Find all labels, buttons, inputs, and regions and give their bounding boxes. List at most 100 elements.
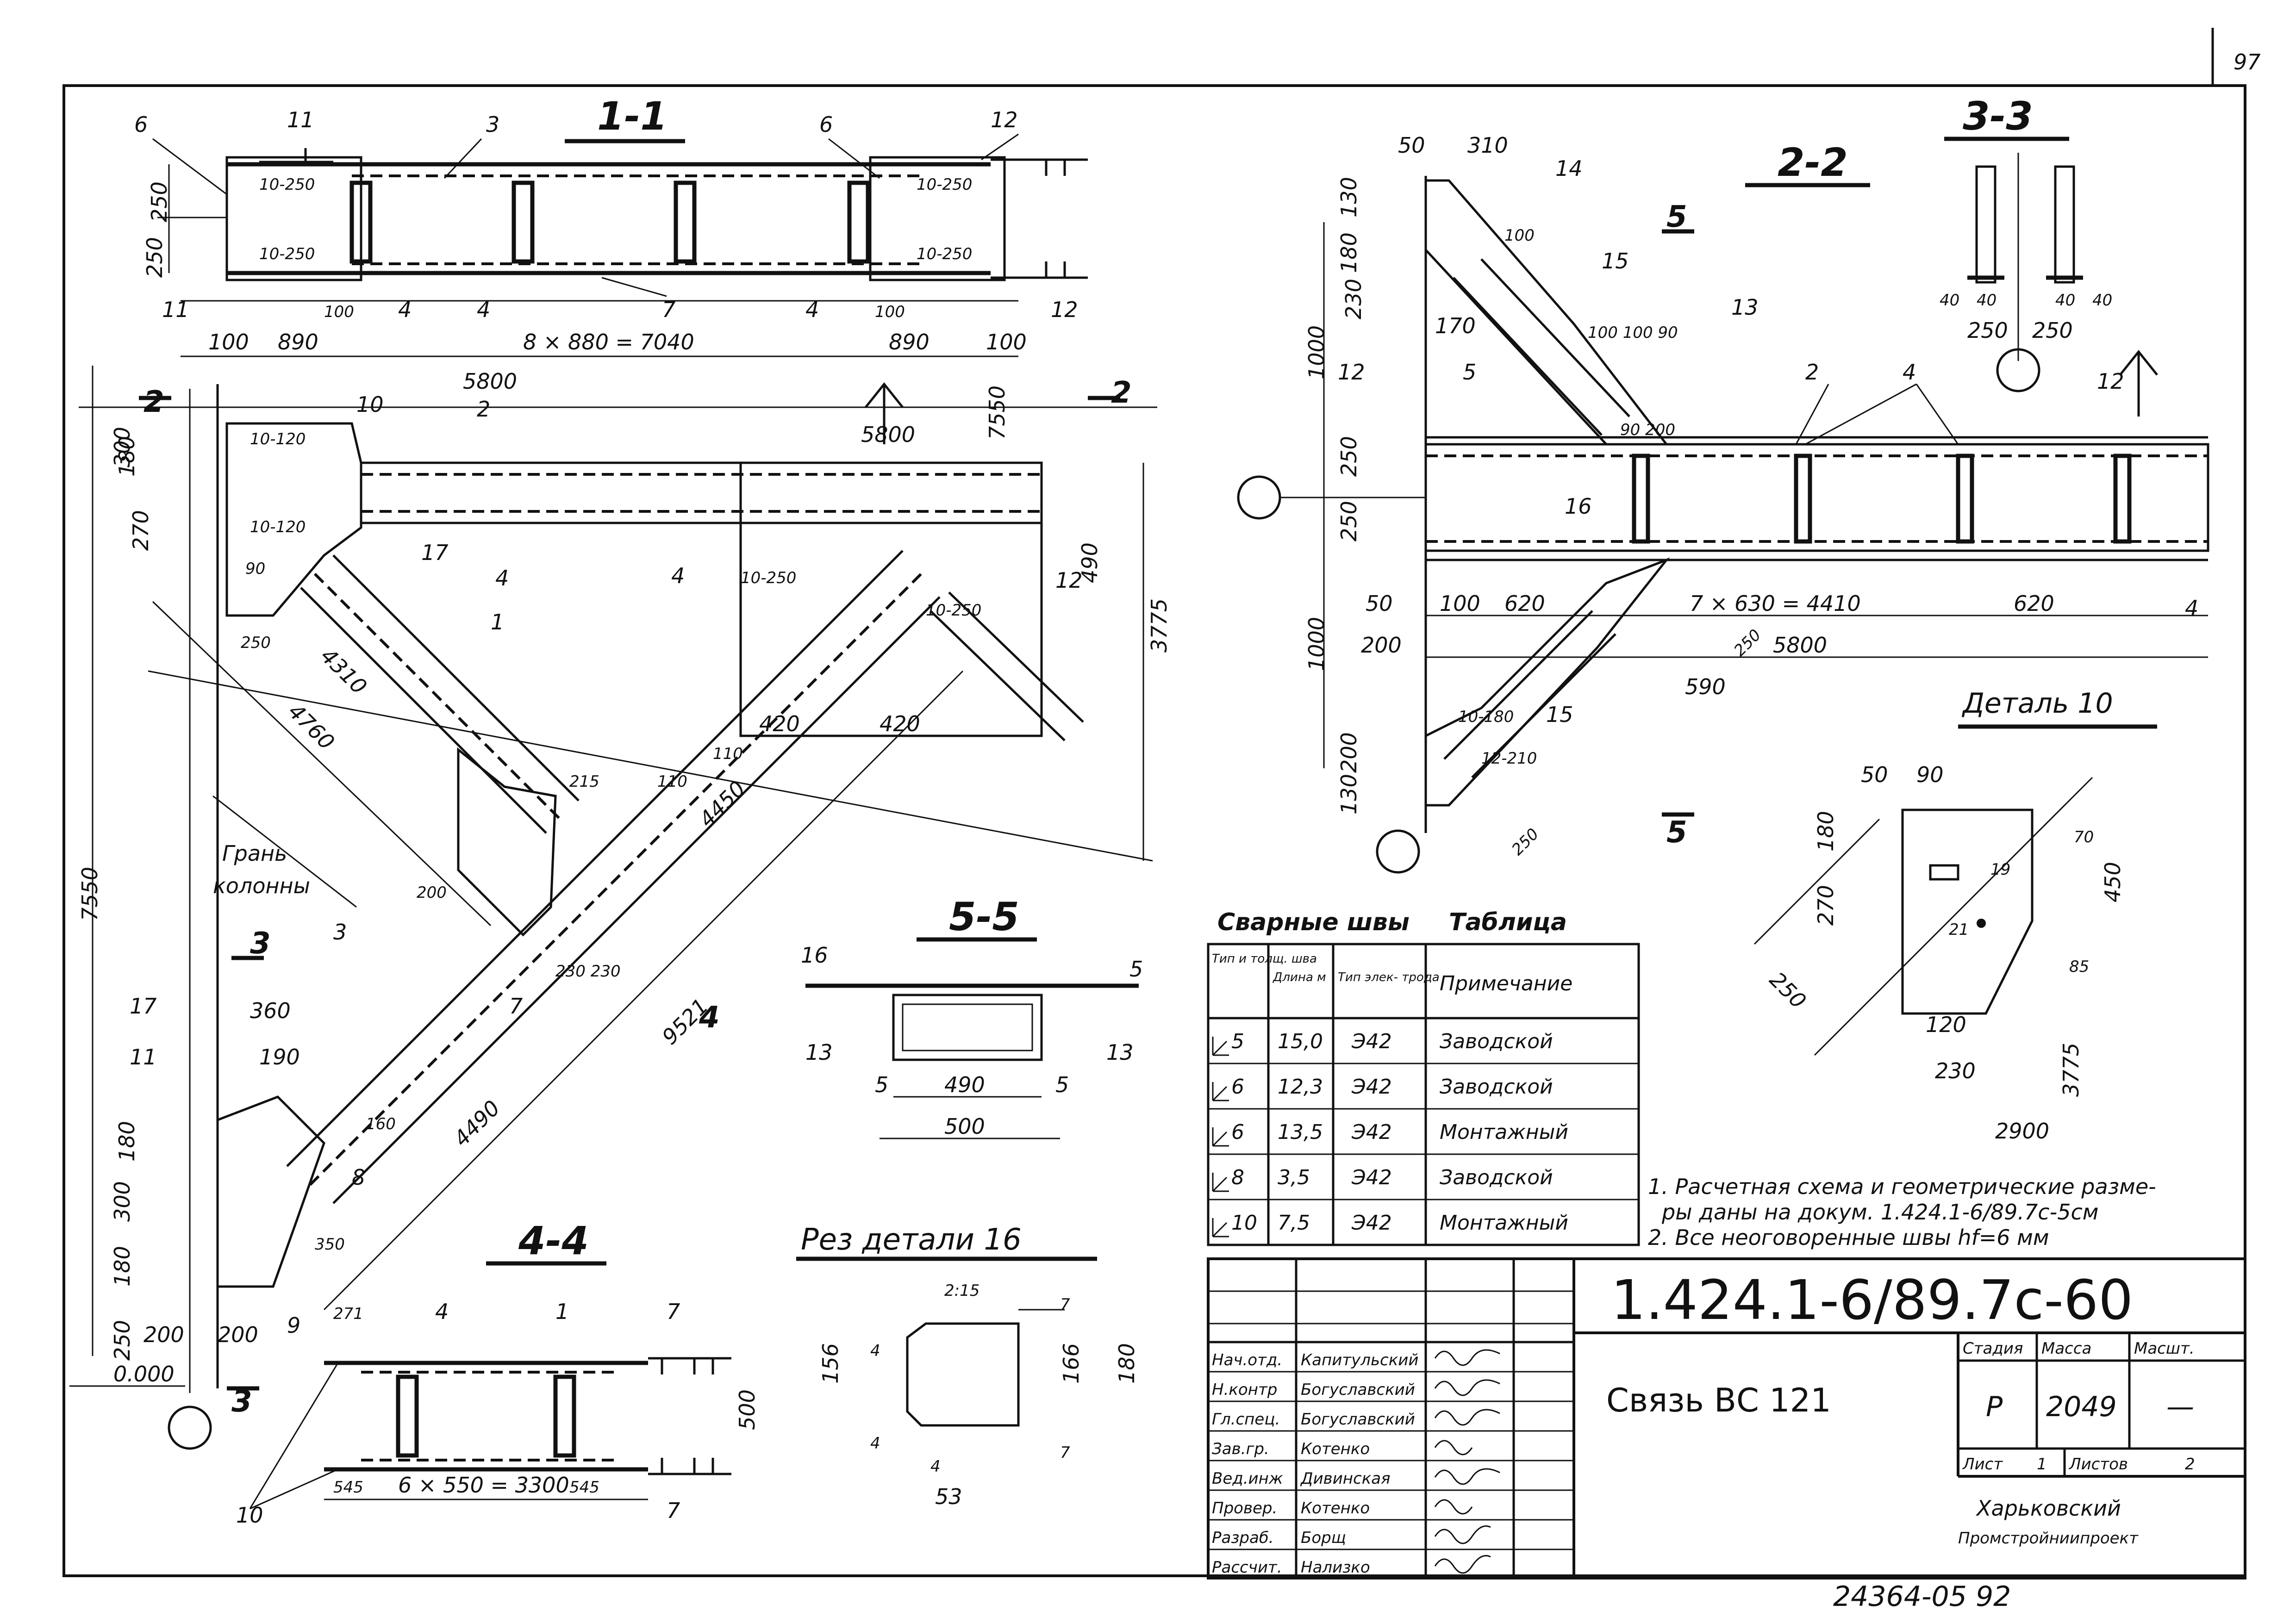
section-3-3-plate [1975,165,1997,284]
dim-text: 300 [110,427,135,467]
dim-text: 5800 [463,369,517,394]
weld-electrode: Э42 [1351,1030,1392,1053]
callout-1: 1 [491,609,504,634]
callout-4: 4 [671,563,685,588]
left-gusset [225,156,362,281]
dim-text: 250 [1336,501,1361,541]
callout-1: 1 [555,1299,569,1324]
callout-15: 15 [1546,702,1573,727]
dim-text: 270 [128,510,153,551]
callout-12: 12 [991,107,1018,132]
dim-text: 90 200 [1620,421,1675,439]
dim-text: 500 [944,1114,985,1139]
bottom-left-gusset [216,1095,325,1288]
section-2-2-title: 2-2 [1778,140,1848,185]
org-name: Харьковский [1976,1496,2121,1521]
weld-note: Монтажный [1440,1120,1568,1144]
org-name: Промстройниипроект [1958,1529,2139,1548]
dim-text: 5 [1129,957,1143,982]
weld-length: 15,0 [1278,1030,1323,1053]
dim-text: 100 [208,330,249,354]
section-3-3-title: 3-3 [1963,93,2033,139]
dim-text: 7 [1060,1295,1070,1314]
dim-text: 50 [1861,762,1888,787]
right-knot [739,461,1043,737]
weld-note: 12-210 [1481,749,1537,768]
dim-text: 50 [1366,591,1393,616]
dim-text: 4760 [283,699,339,755]
weld-symbol-icon [1212,1218,1229,1237]
signature-mark [1434,1379,1500,1396]
dim-text: 590 [1685,674,1726,699]
weld-note: 10-180 [1458,708,1514,726]
callout-14: 14 [1555,156,1583,181]
stiffener [349,180,373,264]
weld-note: 10-250 [917,175,972,194]
dim-text: 2:15 [944,1281,980,1300]
dim-text: 7 [1060,1443,1070,1462]
signature-mark [1434,1409,1500,1426]
dim-text: 5800 [1773,633,1827,658]
section-1-1-title: 1-1 [597,93,668,139]
weld-table-row-2: 6 12,3 Э42 Заводской [1231,1075,1553,1099]
stiffener [847,180,870,264]
sig-name: Нализко [1301,1558,1370,1577]
stamp-sheet: 1 [2037,1455,2047,1474]
weld-symbol-icon [1212,1082,1229,1101]
weld-note: 10-250 [259,175,315,194]
detail-10-plate [1901,808,2034,1015]
title-block-frame [1207,1257,2246,1579]
dim-text: 4 [870,1342,880,1360]
section-ticks [1662,229,1694,817]
dim-9521 [323,670,964,1311]
dim-text: 166 [1059,1343,1084,1384]
section-3-3: 3-3 40 40 40 40 250 250 [1940,93,2112,392]
leader [152,138,227,195]
callout-13: 13 [805,1040,833,1065]
dim-text: 360 [250,998,291,1023]
callout-11: 11 [130,1045,157,1070]
leader [1915,384,1959,445]
dim-text: 250 [1336,436,1361,477]
dim-text: 230 [1935,1058,1976,1083]
callout-17: 17 [421,540,449,565]
axis-arrow [2119,349,2158,417]
weld-symbol-icon [1212,1173,1229,1192]
section-3-3-plate [2054,165,2075,284]
grid-bubble [1237,475,1281,520]
callout-4: 4 [2185,596,2198,621]
dim-text: 100 [324,303,354,321]
weld-table-label: Таблица [1449,908,1567,936]
sig-name: Борщ [1301,1529,1346,1547]
callout-4: 4 [1903,360,1916,385]
dim-text: 21 [1949,920,1969,939]
section-mark-3: 3 [250,927,271,961]
dim-text: 250 [1508,825,1542,859]
dim-text: 90 [1916,762,1944,787]
sheet-number-top: 97 [2234,50,2261,75]
callout-4: 4 [435,1299,449,1324]
dim-text: 40 [1977,291,1997,310]
leader [212,795,357,908]
dim-text: 100 [1440,591,1480,616]
detail-10: Деталь 10 90 50 180 270 250 450 70 85 19… [1753,687,2157,1144]
weld-table-header: Тип и толщ. шва [1212,952,1317,966]
section-5-5-inner [902,1003,1033,1051]
callout-7: 7 [667,1299,680,1324]
drawing-title: Связь ВС 121 [1606,1381,1831,1419]
sig-name: Богуславский [1301,1410,1415,1429]
lower-diagonal [1443,610,1616,778]
sig-role: Гл.спец. [1212,1410,1280,1429]
dim-text: 40 [2092,291,2112,310]
weld-table-header: Тип элек- трода [1338,970,1440,984]
dim-line [1814,777,2093,1056]
dim-text: 85 [2069,958,2089,976]
callout-8: 8 [352,1165,365,1190]
callout-7: 7 [662,297,675,322]
stiffener [553,1374,576,1458]
dim-text: 100 [986,330,1027,354]
weld-note: Монтажный [1440,1211,1568,1235]
dim-text: 180 [110,1246,135,1287]
section-mark-2: 2 [144,385,164,419]
